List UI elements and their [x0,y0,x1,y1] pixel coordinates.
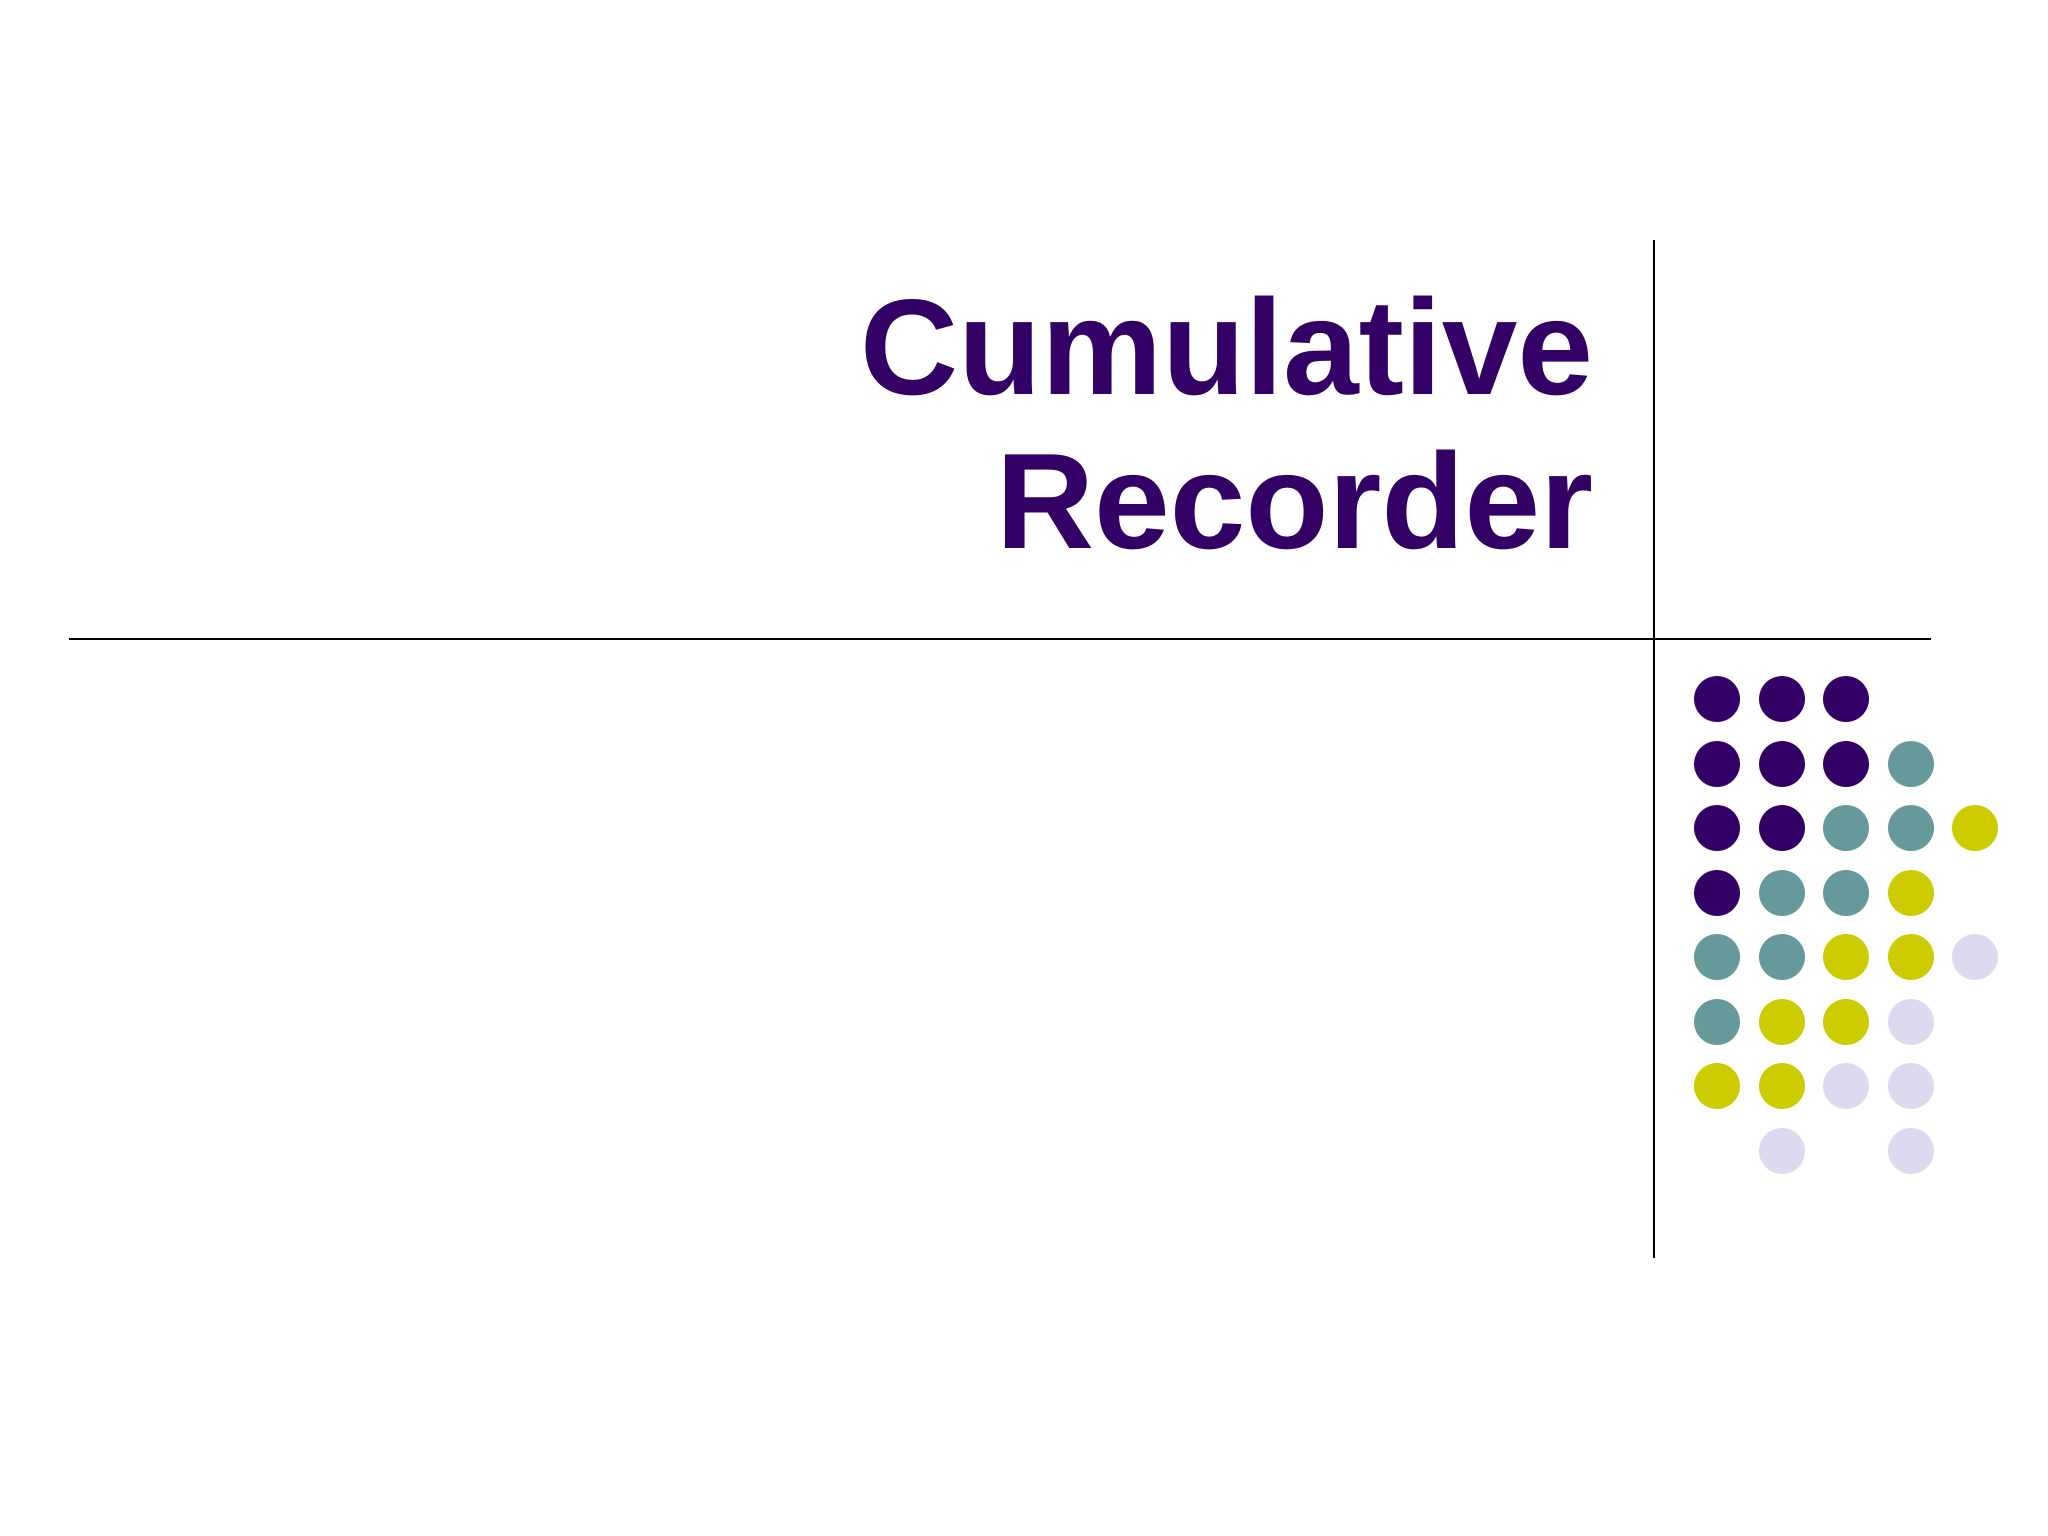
decorative-dot-lavender [1887,998,1934,1045]
decorative-dot-teal [1694,934,1740,980]
decorative-dot-yellow [1823,998,1869,1045]
decorative-dot-purple [1823,676,1869,722]
decorative-dot-purple [1758,805,1805,851]
decorative-dot-yellow [1823,934,1869,980]
decorative-dot-grid [1694,676,2004,1176]
slide-title: Cumulative Recorder [860,270,1593,578]
decorative-dot-lavender [1952,934,1998,980]
decorative-dot-yellow [1952,805,1998,851]
horizontal-divider [69,638,1931,640]
decorative-dot-yellow [1694,1063,1740,1109]
decorative-dot-purple [1694,676,1740,722]
decorative-dot-yellow [1887,869,1934,916]
decorative-dot-purple [1694,740,1740,787]
decorative-dot-teal [1823,869,1869,916]
decorative-dot-purple [1694,805,1740,851]
decorative-dot-purple [1823,740,1869,787]
decorative-dot-teal [1694,998,1740,1045]
decorative-dot-yellow [1758,1063,1805,1109]
decorative-dot-yellow [1887,934,1934,980]
decorative-dot-lavender [1887,1063,1934,1109]
decorative-dot-teal [1758,869,1805,916]
decorative-dot-lavender [1887,1127,1934,1174]
decorative-dot-lavender [1823,1063,1869,1109]
decorative-dot-purple [1694,869,1740,916]
decorative-dot-teal [1887,805,1934,851]
title-line-2: Recorder [995,425,1593,577]
decorative-dot-purple [1758,676,1805,722]
vertical-divider [1653,240,1655,1258]
decorative-dot-teal [1758,934,1805,980]
decorative-dot-yellow [1758,998,1805,1045]
decorative-dot-teal [1823,805,1869,851]
title-line-1: Cumulative [859,271,1593,423]
decorative-dot-teal [1887,740,1934,787]
decorative-dot-lavender [1758,1127,1805,1174]
decorative-dot-purple [1758,740,1805,787]
